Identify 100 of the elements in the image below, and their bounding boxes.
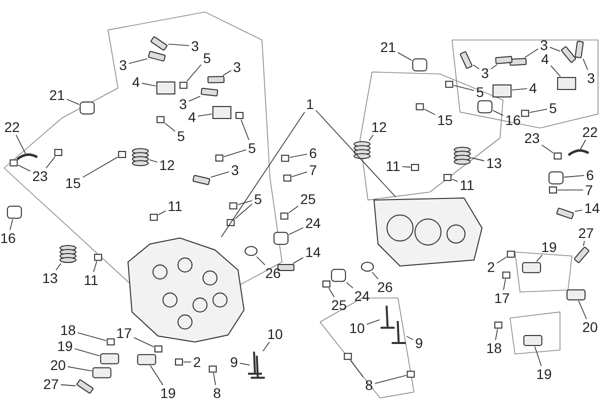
leader-line xyxy=(529,108,548,113)
leader-line xyxy=(237,200,252,205)
callout-number: 11 xyxy=(82,273,100,287)
leader-line xyxy=(582,58,588,70)
leader-line xyxy=(164,122,176,132)
leader-line xyxy=(77,332,107,341)
callout-number: 4 xyxy=(131,75,141,89)
callout-number: 2 xyxy=(192,355,202,369)
callout-number: 3 xyxy=(190,39,200,53)
callout-number: 5 xyxy=(176,129,186,143)
leader-line xyxy=(406,336,414,340)
leader-line xyxy=(240,362,250,366)
tappet-drawing xyxy=(273,232,288,245)
small-part-drawing xyxy=(54,148,62,156)
callout-number: 18 xyxy=(485,341,503,355)
gasket-drawing xyxy=(92,367,112,378)
small-part-drawing xyxy=(344,352,352,360)
small-part-drawing xyxy=(410,164,419,171)
callout-number: 22 xyxy=(3,120,21,134)
small-part-drawing xyxy=(118,150,126,158)
callout-number: 17 xyxy=(493,291,511,305)
gasket-drawing xyxy=(566,289,586,300)
leader-line xyxy=(366,319,380,325)
callout-number: 14 xyxy=(304,245,322,259)
leader-line xyxy=(60,384,76,386)
leader-line xyxy=(222,70,232,76)
valve-drawing xyxy=(247,350,263,375)
valve-spring-drawing xyxy=(60,245,76,263)
small-part-drawing xyxy=(280,212,288,220)
small-part-drawing xyxy=(229,202,238,210)
leader-line xyxy=(223,149,246,158)
leader-line xyxy=(292,257,304,264)
small-part-drawing xyxy=(521,110,530,117)
o-ring-drawing xyxy=(360,262,374,272)
leader-line xyxy=(262,342,270,352)
cylinder-head-drawing xyxy=(373,198,483,267)
callout-number: 7 xyxy=(584,183,594,197)
leader-line xyxy=(56,263,62,270)
small-part-drawing xyxy=(106,338,115,346)
small-part-drawing xyxy=(179,82,188,89)
gasket-drawing xyxy=(522,262,542,274)
callout-number: 11 xyxy=(384,159,402,173)
callout-number: 19 xyxy=(540,240,558,254)
callout-number: 23 xyxy=(523,131,541,145)
callout-number: 15 xyxy=(436,113,454,127)
callout-number: 23 xyxy=(31,169,49,183)
pipe-drawing xyxy=(16,153,38,160)
leader-line xyxy=(210,171,230,178)
small-part-drawing xyxy=(494,322,502,329)
leader-line xyxy=(452,178,458,182)
leader-line xyxy=(550,46,561,52)
callout-number: 10 xyxy=(348,321,366,335)
callout-number: 5 xyxy=(253,192,263,206)
leader-line xyxy=(580,140,586,150)
valve-spring-drawing xyxy=(354,141,371,160)
callout-number: 27 xyxy=(42,377,60,391)
leader-line xyxy=(133,337,154,348)
callout-number: 21 xyxy=(48,88,66,102)
leader-line xyxy=(496,256,507,264)
leader-line xyxy=(402,166,411,168)
leader-line xyxy=(490,64,498,70)
callout-number: 20 xyxy=(49,358,67,372)
small-part-drawing xyxy=(322,280,330,288)
leader-line xyxy=(374,375,407,384)
tappet-drawing xyxy=(6,206,22,219)
small-part-drawing xyxy=(215,154,224,162)
leader-line xyxy=(350,360,364,378)
callout-number: 26 xyxy=(264,266,282,280)
cam-cap-drawing xyxy=(557,77,576,90)
leader-line xyxy=(583,240,585,246)
callout-number: 5 xyxy=(247,141,257,155)
leader-line xyxy=(541,144,554,154)
leader-line xyxy=(574,210,583,212)
small-part-drawing xyxy=(506,250,515,258)
o-ring-drawing xyxy=(244,246,258,256)
callout-number: 6 xyxy=(308,146,318,160)
leader-line xyxy=(150,365,164,386)
callout-number: 4 xyxy=(187,110,197,124)
callout-number: 22 xyxy=(581,125,599,139)
bolt-drawing xyxy=(574,40,584,58)
bolt-drawing xyxy=(150,36,168,51)
callout-number: 25 xyxy=(330,298,348,312)
callout-number: 3 xyxy=(178,97,188,111)
small-part-drawing xyxy=(554,152,562,160)
gasket-drawing xyxy=(100,353,120,364)
leader-line xyxy=(188,96,201,102)
bolt-drawing xyxy=(495,56,513,64)
callout-number: 11 xyxy=(166,199,184,213)
leader-line xyxy=(578,300,587,320)
leader-line xyxy=(492,110,504,116)
pipe-drawing xyxy=(568,149,590,156)
small-part-drawing xyxy=(281,154,290,162)
leader-line xyxy=(213,372,216,386)
leader-line xyxy=(234,204,252,220)
callout-number: 6 xyxy=(585,168,595,182)
small-part-drawing xyxy=(283,174,292,182)
leader-line xyxy=(495,328,498,340)
callout-number: 7 xyxy=(308,163,318,177)
leader-line xyxy=(564,175,584,178)
callout-number: 5 xyxy=(475,85,485,99)
